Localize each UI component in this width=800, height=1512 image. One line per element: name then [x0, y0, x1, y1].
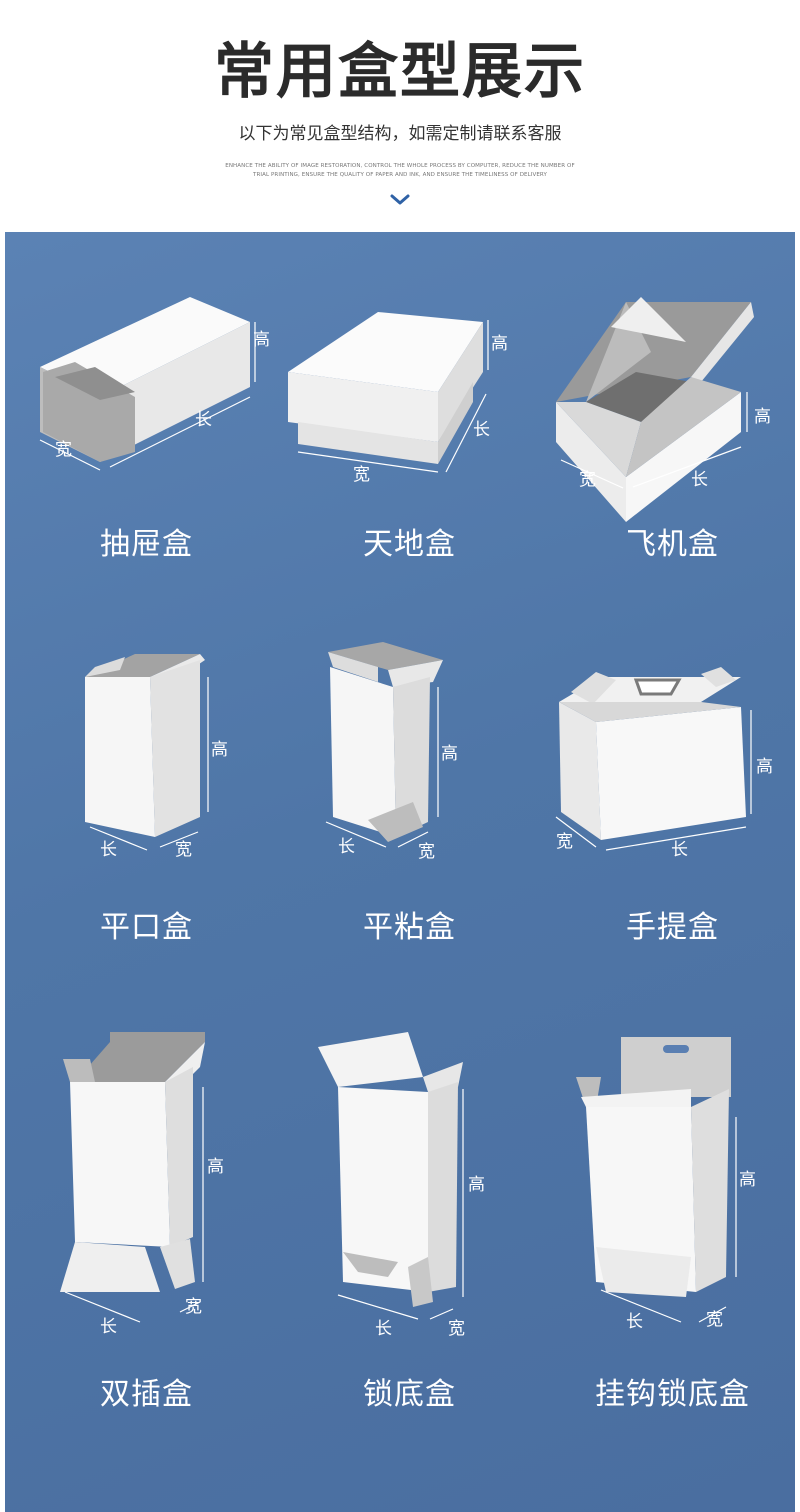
box-type-panel: 高 长 宽 抽屉盒 高 长 宽 天地盒	[5, 232, 795, 1512]
double-tuck-box-illustration	[60, 1032, 205, 1323]
box-name: 天地盒	[363, 527, 456, 562]
box-name: 飞机盒	[626, 527, 719, 562]
length-mark: 长	[100, 840, 117, 860]
height-mark: 高	[207, 1157, 224, 1177]
length-mark: 长	[473, 420, 490, 440]
box-name: 挂钩锁底盒	[595, 1377, 750, 1412]
english-caption-line-1: ENHANCE THE ABILITY OF IMAGE RESTORATION…	[225, 163, 575, 169]
page-header: 常用盒型展示 以下为常见盒型结构，如需定制请联系客服 ENHANCE THE A…	[0, 0, 800, 232]
height-mark: 高	[253, 330, 270, 350]
height-mark: 高	[754, 407, 771, 427]
length-mark: 长	[100, 1317, 117, 1337]
width-mark: 宽	[448, 1319, 465, 1339]
height-mark: 高	[756, 757, 773, 777]
width-mark: 宽	[55, 440, 72, 460]
width-mark: 宽	[185, 1297, 202, 1317]
height-mark: 高	[441, 744, 458, 764]
box-card-flat-glued: 高 长 宽 平粘盒	[278, 632, 541, 962]
box-card-drawer: 高 长 宽 抽屉盒	[15, 282, 278, 612]
length-mark: 长	[671, 840, 688, 860]
hanger-hole-icon	[663, 1045, 689, 1053]
drawer-box-illustration	[39, 297, 256, 471]
width-mark: 宽	[706, 1310, 723, 1330]
english-caption-line-2: TRIAL PRINTING, ENSURE THE QUALITY OF PA…	[253, 172, 547, 178]
length-mark: 长	[375, 1319, 392, 1339]
hanger-lock-bottom-box-illustration	[576, 1037, 737, 1323]
flat-mouth-box-illustration	[85, 654, 209, 851]
page-subtitle: 以下为常见盒型结构，如需定制请联系客服	[238, 124, 562, 144]
box-card-hanger-lock-bottom: 高 长 宽 挂钩锁底盒	[541, 1027, 800, 1412]
length-mark: 长	[691, 470, 708, 490]
box-name: 锁底盒	[363, 1377, 456, 1412]
box-card-lock-bottom: 高 长 宽 锁底盒	[278, 1027, 541, 1412]
length-mark: 长	[195, 410, 212, 430]
box-card-flat-mouth: 高 长 宽 平口盒	[15, 632, 278, 962]
length-mark: 长	[338, 837, 355, 857]
width-mark: 宽	[556, 832, 573, 852]
page-title: 常用盒型展示	[214, 37, 586, 107]
box-card-mailer: 高 长 宽 飞机盒	[541, 282, 800, 612]
width-mark: 宽	[579, 470, 596, 490]
width-mark: 宽	[353, 465, 370, 485]
height-mark: 高	[491, 334, 508, 354]
box-name: 双插盒	[100, 1377, 193, 1412]
height-mark: 高	[739, 1170, 756, 1190]
lock-bottom-box-illustration	[318, 1032, 464, 1320]
mailer-box-illustration	[556, 297, 754, 522]
width-mark: 宽	[175, 840, 192, 860]
box-card-handle: 高 长 宽 手提盒	[541, 632, 800, 962]
chevron-down-icon	[390, 194, 410, 205]
box-card-double-tuck: 高 长 宽 双插盒	[15, 1027, 278, 1412]
width-mark: 宽	[418, 842, 435, 862]
english-caption: ENHANCE THE ABILITY OF IMAGE RESTORATION…	[200, 162, 600, 180]
height-mark: 高	[211, 740, 228, 760]
flat-glued-box-illustration	[325, 642, 443, 848]
handle-box-illustration	[555, 667, 752, 851]
height-mark: 高	[468, 1175, 485, 1195]
length-mark: 长	[626, 1312, 643, 1332]
box-name: 手提盒	[626, 910, 719, 945]
box-name: 抽屉盒	[100, 527, 193, 562]
box-name: 平口盒	[100, 910, 193, 945]
lid-base-box-illustration	[288, 312, 489, 473]
box-name: 平粘盒	[363, 910, 456, 945]
box-card-lid-base: 高 长 宽 天地盒	[278, 282, 541, 612]
